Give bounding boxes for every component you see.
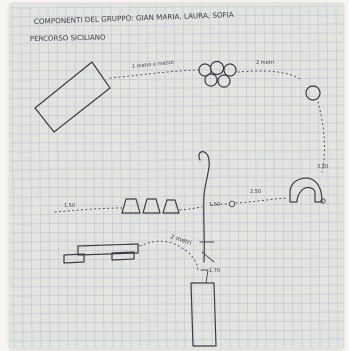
grid-line-vertical [75,6,77,348]
grid-line-vertical [30,6,32,348]
grid-line-vertical [201,6,203,348]
grid-line-vertical [219,6,221,348]
grid-line-vertical [174,6,176,348]
grid-line-vertical [48,6,50,348]
grid-line-vertical [210,6,212,348]
grid-line-horizontal [11,258,343,260]
grid-line-horizontal [11,267,343,269]
label-right-mid: 2.50 [250,189,261,195]
label-far-right: 3.50 [317,164,328,170]
grid-line-horizontal [11,276,343,278]
label-top-right: 2 metri [256,60,274,66]
bottom-box-drawing [191,283,216,346]
marker-circle-drawing [229,201,235,207]
grid-line-horizontal [11,285,343,287]
right-hoop-drawing [306,86,320,100]
grid-line-horizontal [11,321,343,323]
grid-line-horizontal [11,186,343,188]
grid-line-vertical [111,6,113,348]
grid-line-vertical [237,6,239,348]
grid-line-vertical [228,6,230,348]
grid-line-horizontal [11,339,343,341]
circle-cluster-drawing [199,62,236,88]
grid-line-vertical [93,6,95,348]
grid-line-horizontal [11,60,343,62]
grid-line-vertical [309,6,311,348]
grid-line-horizontal [11,78,343,80]
grid-line-horizontal [11,231,343,233]
grid-line-vertical [264,6,266,348]
bench-drawing [64,244,138,263]
path-top-left [110,70,200,78]
grid-line-horizontal [11,141,343,143]
label-left-short: 1.50 [64,203,75,209]
tilted-mat-drawing [35,62,110,132]
bottom-box-top-drawing [201,270,208,283]
grid-line-vertical [147,6,149,348]
grid-line-vertical [138,6,140,348]
grid-line-horizontal [11,222,343,224]
grid-line-vertical [129,6,131,348]
grid-line-vertical [255,6,257,348]
grid-line-vertical [84,6,86,348]
grid-line-horizontal [11,132,343,134]
label-diagonal: 2 metri [169,233,192,246]
cones-drawing [122,199,179,213]
grid-line-horizontal [11,303,343,305]
grid-line-vertical [21,6,23,348]
grid-line-horizontal [11,6,343,8]
grid-line-vertical [282,6,284,348]
grid-line-horizontal [11,114,343,116]
grid-line-horizontal [11,96,343,98]
grid-line-horizontal [11,105,343,107]
grid-line-vertical [102,6,104,348]
grid-line-vertical [291,6,293,348]
header-line-1: COMPONENTI DEL GRUPPO: GIAN MARIA, LAURA… [34,10,234,26]
grid-line-vertical [165,6,167,348]
paper-grid [11,6,343,348]
grid-line-vertical [183,6,185,348]
grid-line-horizontal [11,330,343,332]
tunnel-arch-drawing [290,178,322,202]
path-middle-right [236,198,288,203]
grid-line-horizontal [11,150,343,152]
grid-line-vertical [120,6,122,348]
grid-line-vertical [156,6,158,348]
grid-line-vertical [39,6,41,348]
grid-line-horizontal [11,177,343,179]
grid-line-vertical [300,6,302,348]
grid-line-horizontal [11,312,343,314]
grid-line-horizontal [11,249,343,251]
grid-line-horizontal [11,168,343,170]
grid-line-vertical [246,6,248,348]
grid-line-vertical [66,6,68,348]
grid-line-horizontal [11,159,343,161]
pole-hook-drawing [199,152,209,262]
path-center [180,207,202,210]
grid-line-horizontal [11,195,343,197]
grid-line-horizontal [11,294,343,296]
label-bottom-center: 1.70 [209,268,220,274]
grid-line-vertical [57,6,59,348]
grid-line-horizontal [11,51,343,53]
grid-line-vertical [192,6,194,348]
grid-line-vertical [273,6,275,348]
header-line-2: PERCORSO SICILIANO [30,34,106,43]
grid-line-horizontal [11,123,343,125]
grid-line-vertical [12,6,14,348]
label-center-short: 1.50 [209,202,220,208]
